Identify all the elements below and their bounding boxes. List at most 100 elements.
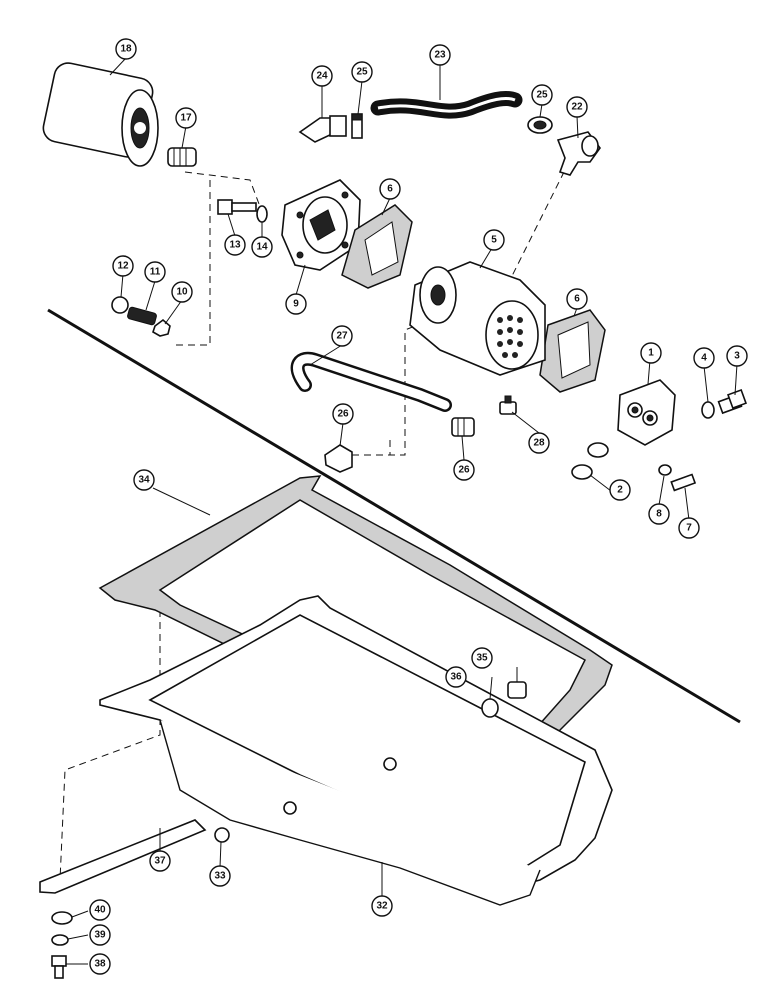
- svg-text:12: 12: [117, 261, 129, 272]
- fitting-26-right: [451, 417, 475, 437]
- svg-text:28: 28: [533, 438, 545, 449]
- oil-pan: [99, 595, 613, 906]
- callout-38: 38: [89, 953, 111, 975]
- o-rings: [571, 442, 609, 480]
- callout-6-left: 6: [379, 178, 401, 200]
- washer-4: [701, 401, 715, 419]
- tee-fitting: [556, 131, 601, 176]
- callout-6-right: 6: [566, 288, 588, 310]
- cap-screw-7: [670, 473, 697, 492]
- callout-36: 36: [445, 666, 467, 688]
- svg-text:37: 37: [154, 856, 166, 867]
- callout-26-left: 26: [332, 403, 354, 425]
- reinforcement-strip: [39, 819, 207, 894]
- oil-cooler-cover: [281, 179, 361, 271]
- callout-3: 3: [726, 345, 748, 367]
- callout-37: 37: [149, 850, 171, 872]
- drain-plug-35: [507, 681, 527, 699]
- callout-18: 18: [115, 38, 137, 60]
- callout-1: 1: [640, 342, 662, 364]
- svg-text:26: 26: [458, 465, 470, 476]
- nut-10: [152, 318, 171, 337]
- svg-text:25: 25: [356, 67, 368, 78]
- callout-33: 33: [209, 865, 231, 887]
- svg-text:6: 6: [574, 294, 580, 305]
- cap-screw-3: [717, 389, 747, 415]
- svg-text:14: 14: [256, 242, 268, 253]
- callout-14: 14: [251, 236, 273, 258]
- svg-text:35: 35: [476, 653, 488, 664]
- cap-screw-13: [217, 199, 257, 215]
- washer-36: [481, 698, 499, 718]
- svg-text:18: 18: [120, 44, 132, 55]
- callout-40: 40: [89, 899, 111, 921]
- callout-13: 13: [224, 234, 246, 256]
- svg-text:36: 36: [450, 672, 462, 683]
- oil-cooler-core: [409, 261, 546, 376]
- callout-4: 4: [693, 347, 715, 369]
- callout-7: 7: [678, 517, 700, 539]
- callout-35: 35: [471, 647, 493, 669]
- assembly-dashed-lines: [59, 149, 576, 881]
- svg-text:5: 5: [491, 235, 497, 246]
- filter-nipple: [167, 147, 197, 167]
- callout-25-left: 25: [351, 61, 373, 83]
- svg-text:39: 39: [94, 930, 106, 941]
- hose-clamp-upper: [351, 113, 363, 139]
- washer-14: [256, 205, 268, 223]
- svg-text:24: 24: [316, 71, 328, 82]
- leader-lines: [66, 57, 738, 965]
- svg-text:38: 38: [94, 959, 106, 970]
- oil-filter: [42, 62, 159, 167]
- spring-11: [127, 306, 157, 326]
- svg-text:23: 23: [434, 50, 446, 61]
- svg-text:9: 9: [293, 299, 299, 310]
- ball-12: [111, 296, 129, 314]
- svg-text:34: 34: [138, 475, 150, 486]
- gasket-right: [539, 309, 606, 393]
- callout-26-right: 26: [453, 459, 475, 481]
- washer-40: [51, 911, 73, 925]
- svg-text:3: 3: [734, 351, 740, 362]
- callout-39: 39: [89, 924, 111, 946]
- callout-24: 24: [311, 65, 333, 87]
- callout-27: 27: [331, 325, 353, 347]
- callout-28: 28: [528, 432, 550, 454]
- callout-2: 2: [609, 479, 631, 501]
- elbow-fitting: [298, 115, 347, 143]
- svg-text:7: 7: [686, 523, 692, 534]
- callout-8: 8: [648, 503, 670, 525]
- drain-valve-28: [499, 395, 517, 415]
- callout-32: 32: [371, 895, 393, 917]
- svg-text:8: 8: [656, 509, 662, 520]
- callout-10: 10: [171, 281, 193, 303]
- washer-8: [658, 464, 672, 476]
- svg-text:6: 6: [387, 184, 393, 195]
- gasket-left: [341, 204, 413, 289]
- svg-text:13: 13: [229, 240, 241, 251]
- svg-text:40: 40: [94, 905, 106, 916]
- hose-clamp-right: [527, 116, 553, 134]
- callout-11: 11: [144, 261, 166, 283]
- svg-text:2: 2: [617, 485, 623, 496]
- svg-text:27: 27: [336, 331, 348, 342]
- svg-text:25: 25: [536, 90, 548, 101]
- callout-17: 17: [175, 107, 197, 129]
- svg-text:17: 17: [180, 113, 192, 124]
- pipe-plug-33: [214, 827, 230, 843]
- svg-text:11: 11: [150, 267, 161, 278]
- cooler-end-cap: [617, 379, 676, 446]
- section-divider-line: [47, 308, 741, 724]
- svg-text:26: 26: [337, 409, 349, 420]
- svg-text:10: 10: [176, 287, 188, 298]
- callout-25-right: 25: [531, 84, 553, 106]
- lockwasher-39: [51, 934, 69, 946]
- fitting-26-left: [324, 444, 353, 473]
- callout-9: 9: [285, 293, 307, 315]
- svg-text:32: 32: [376, 901, 388, 912]
- callout-23: 23: [429, 44, 451, 66]
- callout-34: 34: [133, 469, 155, 491]
- cap-screw-38: [51, 955, 67, 979]
- svg-text:33: 33: [214, 871, 226, 882]
